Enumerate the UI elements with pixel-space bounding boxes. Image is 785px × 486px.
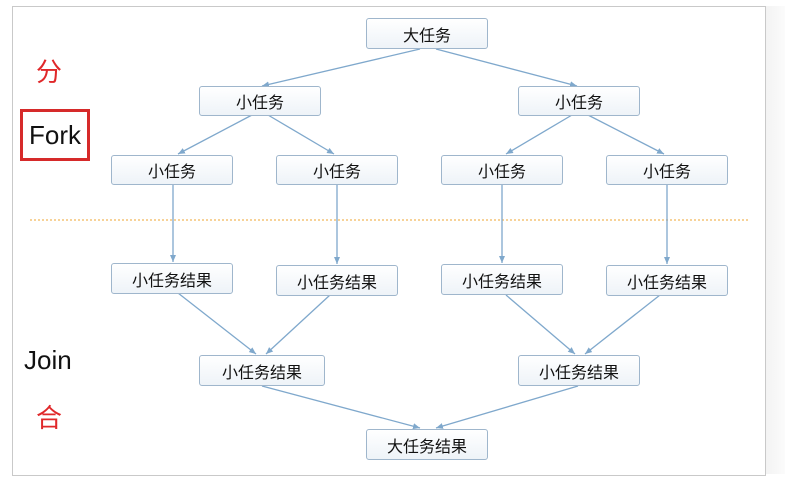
fork-chinese-label: 分 [36,58,63,88]
fork-label: Fork [29,119,81,150]
arrow-m-left-to-final [261,385,421,430]
join-chinese-label: 合 [36,404,63,434]
arrow-l1-left-to-l2-1 [177,114,253,155]
node-subtask-l2-3: 小任务 [441,155,563,185]
node-subtask-l2-4: 小任务 [606,155,728,185]
arrow-l1-left-to-l2-2 [267,114,335,155]
arrow-root-to-l1-right [435,48,578,88]
node-big-task: 大任务 [366,18,488,49]
node-result-merge-left: 小任务结果 [199,355,325,386]
node-result-2: 小任务结果 [276,265,398,296]
arrow-root-to-l1-left [261,48,421,88]
node-subtask-l2-2: 小任务 [276,155,398,185]
diagram-frame [12,6,766,476]
right-edge-shadow [766,6,785,474]
node-subtask-l2-1: 小任务 [111,155,233,185]
node-result-4: 小任务结果 [606,265,728,296]
arrow-m-right-to-final [435,385,579,429]
arrow-r2-to-m-left [265,294,331,355]
arrow-r3-to-m-right [505,294,576,355]
node-result-1: 小任务结果 [111,263,233,294]
node-big-task-result: 大任务结果 [366,429,488,460]
arrow-l1-right-to-l2-4 [587,114,665,155]
fork-label-box: Fork [20,109,90,161]
node-result-3: 小任务结果 [441,264,563,295]
node-subtask-l1-right: 小任务 [518,86,640,116]
node-subtask-l1-left: 小任务 [199,86,321,116]
node-result-merge-right: 小任务结果 [518,355,640,386]
arrow-r4-to-m-right [584,294,661,355]
arrow-l1-right-to-l2-3 [505,114,573,155]
arrow-r1-to-m-left [177,292,257,355]
join-label: Join [24,345,72,375]
